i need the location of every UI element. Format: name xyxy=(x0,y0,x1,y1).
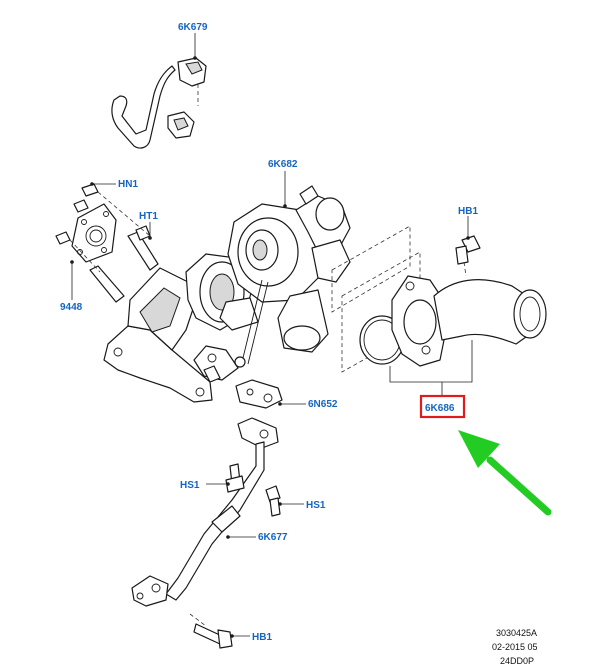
oil-return-pipe-6K677 xyxy=(131,417,279,607)
bolt-HS1-left xyxy=(225,463,245,493)
label-HS1-right: HS1 xyxy=(306,500,326,511)
label-HS1-left: HS1 xyxy=(180,480,200,491)
exhaust-gasket-and-studs xyxy=(55,183,159,303)
label-6K677: 6K677 xyxy=(258,532,288,543)
label-6K679: 6K679 xyxy=(178,22,208,33)
bolt-HB1-upper xyxy=(455,235,481,265)
reference-date: 02-2015 05 xyxy=(492,642,538,652)
turbocharger-6K682 xyxy=(219,185,351,368)
label-6N652: 6N652 xyxy=(308,399,338,410)
label-HT1: HT1 xyxy=(139,211,158,222)
gasket-6N652 xyxy=(235,379,283,409)
label-9448: 9448 xyxy=(60,302,83,313)
label-6K686: 6K686 xyxy=(425,403,455,414)
bolt-HB1-lower xyxy=(193,623,233,649)
green-arrow-icon xyxy=(458,430,552,516)
exhaust-manifold xyxy=(103,253,253,403)
highlight-box-6K686 xyxy=(419,394,466,419)
label-HB1-upper: HB1 xyxy=(458,206,478,217)
bolt-HS1-right xyxy=(265,485,281,517)
oil-feed-pipe-6K679 xyxy=(111,57,207,149)
label-6K682: 6K682 xyxy=(268,159,298,170)
reference-code: 3030425A xyxy=(496,628,537,638)
label-HN1: HN1 xyxy=(118,179,138,190)
reference-variant: 24DD0P xyxy=(500,656,534,666)
label-HB1-lower: HB1 xyxy=(252,632,272,643)
air-outlet-elbow-6K686 xyxy=(331,225,547,383)
